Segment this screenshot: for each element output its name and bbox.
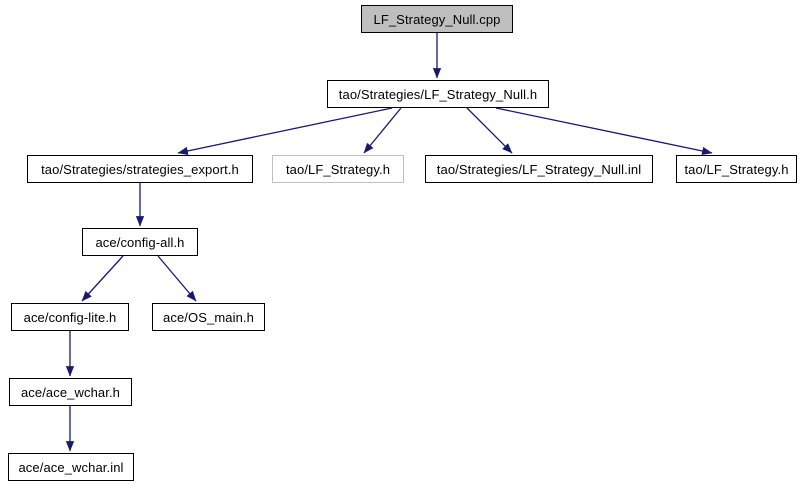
graph-node-tao-strategies-lf-strategy-null-inl[interactable]: tao/Strategies/LF_Strategy_Null.inl — [425, 155, 653, 183]
graph-node-label: tao/Strategies/LF_Strategy_Null.h — [338, 86, 538, 102]
graph-node-label: ace/config-all.h — [95, 234, 185, 250]
dependency-edge — [466, 107, 513, 154]
graph-node-ace-ace-wchar-inl[interactable]: ace/ace_wchar.inl — [8, 453, 134, 481]
graph-node-label: tao/LF_Strategy.h — [285, 161, 391, 177]
graph-node-label: ace/OS_main.h — [163, 309, 254, 325]
graph-node-label: ace/config-lite.h — [23, 309, 117, 325]
dependency-edge — [363, 107, 402, 154]
graph-node-ace-config-all-h[interactable]: ace/config-all.h — [82, 228, 198, 256]
graph-node-tao-lf-strategy-h[interactable]: tao/LF_Strategy.h — [676, 155, 797, 183]
graph-node-ace-config-lite-h[interactable]: ace/config-lite.h — [11, 303, 129, 331]
graph-node-label: tao/LF_Strategy.h — [684, 161, 789, 177]
dependency-edge — [81, 255, 124, 302]
graph-node-tao-lf-strategy-h[interactable]: tao/LF_Strategy.h — [272, 155, 404, 183]
graph-node-tao-strategies-lf-strategy-null-h[interactable]: tao/Strategies/LF_Strategy_Null.h — [327, 80, 549, 108]
graph-node-ace-os-main-h[interactable]: ace/OS_main.h — [152, 303, 265, 331]
graph-node-ace-ace-wchar-h[interactable]: ace/ace_wchar.h — [9, 378, 132, 406]
graph-node-label: tao/Strategies/strategies_export.h — [41, 161, 239, 177]
dependency-edge — [177, 107, 393, 156]
graph-node-tao-strategies-strategies-export-h[interactable]: tao/Strategies/strategies_export.h — [27, 155, 253, 183]
graph-node-label: ace/ace_wchar.h — [20, 384, 121, 400]
graph-node-label: ace/ace_wchar.inl — [18, 459, 124, 475]
dependency-edge — [495, 107, 713, 156]
graph-node-label: tao/Strategies/LF_Strategy_Null.inl — [436, 161, 642, 177]
graph-node-label: LF_Strategy_Null.cpp — [373, 11, 501, 27]
graph-node-lf-strategy-null-cpp[interactable]: LF_Strategy_Null.cpp — [361, 5, 513, 33]
dependency-edge — [157, 255, 197, 302]
